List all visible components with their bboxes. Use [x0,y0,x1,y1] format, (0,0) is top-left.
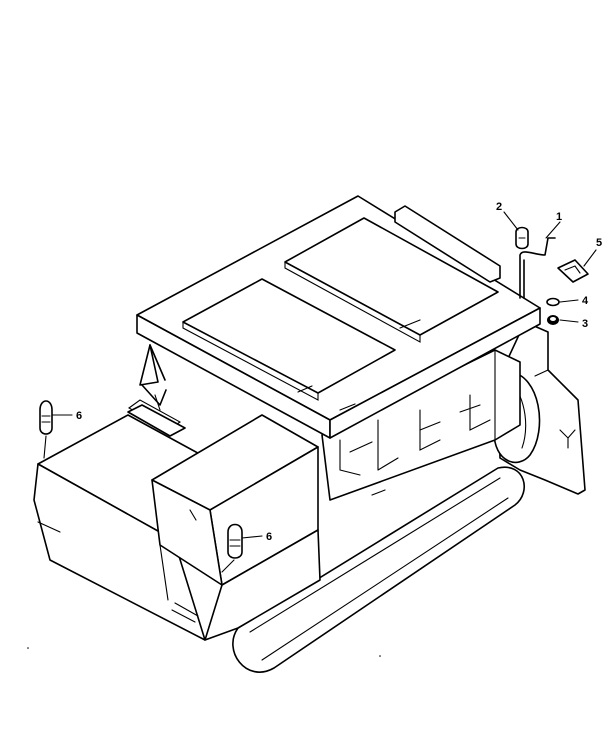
top-cover [136,195,541,439]
callout-6-right: 6 [266,531,272,543]
callout-5: 5 [596,237,602,249]
speck [27,647,29,649]
callout-6-left: 6 [76,410,82,422]
hook-bracket [139,344,167,411]
callout-2: 2 [496,201,502,213]
nut [547,315,559,325]
latch-handle-right [221,523,243,573]
leader-lines [51,211,597,539]
cab-block [33,399,321,641]
callout-4: 4 [582,295,589,307]
engine-body [321,349,521,501]
speck [379,655,381,657]
washer [546,297,560,307]
callout-3: 3 [582,318,588,330]
lock-rod [519,237,556,299]
clip [515,226,529,250]
callout-1: 1 [556,211,562,223]
latch-handle-left [39,400,53,459]
cover-plate [557,259,589,283]
small-plate [127,404,186,437]
crawler-track [232,466,525,673]
